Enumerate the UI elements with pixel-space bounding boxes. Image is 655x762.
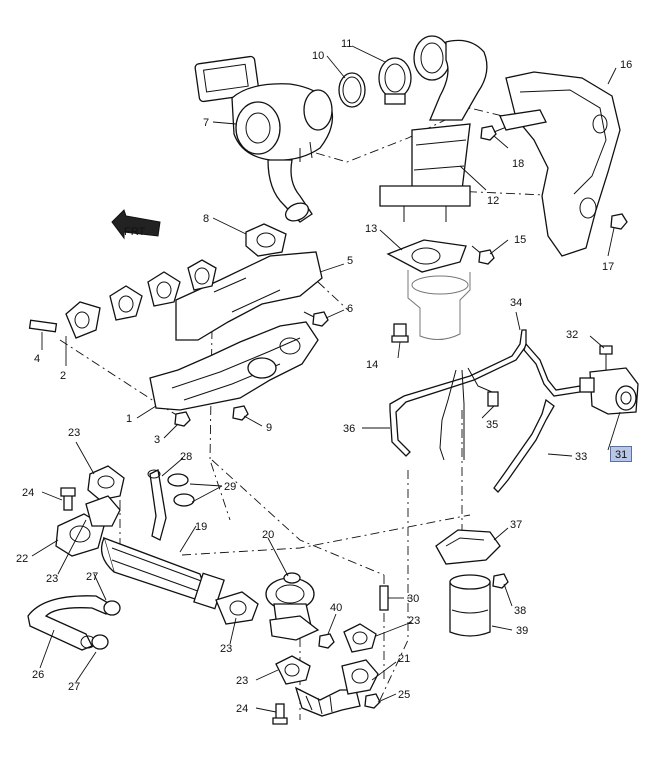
callout-24-bottom: 24	[236, 703, 248, 715]
bolt-24-lower[interactable]	[272, 703, 288, 725]
egr-pipe-21[interactable]	[294, 659, 379, 717]
callout-34: 34	[510, 297, 522, 309]
callout-24-top: 24	[22, 487, 34, 499]
callout-40: 40	[330, 602, 342, 614]
callout-21: 21	[398, 653, 410, 665]
vacuum-lines-center	[439, 367, 493, 461]
exhaust-manifold[interactable]	[149, 321, 319, 411]
callout-33: 33	[575, 451, 587, 463]
vacuum-solenoid-valve[interactable]	[579, 367, 639, 415]
nut-9[interactable]	[232, 405, 249, 421]
nut-38[interactable]	[492, 573, 509, 589]
callout-12: 12	[487, 195, 499, 207]
callout-10: 10	[312, 50, 324, 62]
callout-30: 30	[407, 593, 419, 605]
callout-20: 20	[262, 529, 274, 541]
callout-6: 6	[347, 303, 353, 315]
hose-clamps-29[interactable]	[167, 473, 195, 507]
callout-37: 37	[510, 519, 522, 531]
callout-28: 28	[180, 451, 192, 463]
screw-32[interactable]	[599, 345, 613, 370]
callout-16: 16	[620, 59, 632, 71]
bolt-6[interactable]	[303, 311, 329, 327]
assembly-centerlines	[59, 107, 586, 720]
callout-15: 15	[514, 234, 526, 246]
leader-lines	[31, 45, 621, 713]
callout-32: 32	[566, 329, 578, 341]
stud-4[interactable]	[28, 319, 58, 333]
nut-17[interactable]	[610, 213, 628, 230]
bolt-15[interactable]	[471, 245, 495, 265]
gasket-8[interactable]	[245, 223, 287, 257]
callout-23-left: 23	[46, 573, 58, 585]
callout-29: 29	[224, 481, 236, 493]
exhaust-pipe-ghost	[407, 270, 471, 340]
stud-30[interactable]	[379, 585, 389, 611]
callout-35: 35	[486, 419, 498, 431]
callout-2: 2	[60, 370, 66, 382]
callout-23-top: 23	[68, 427, 80, 439]
callout-19: 19	[195, 521, 207, 533]
bolt-24-upper[interactable]	[60, 487, 76, 511]
gasket-ring-10[interactable]	[338, 72, 366, 108]
turbocharger[interactable]	[194, 55, 334, 224]
callout-27-top: 27	[86, 571, 98, 583]
gasket-23-lower-right[interactable]	[343, 623, 377, 653]
v-band-clamp-11[interactable]	[378, 57, 412, 105]
bracket-37[interactable]	[435, 529, 501, 565]
front-direction-arrow-icon: FRT	[111, 209, 161, 240]
gasket-13[interactable]	[386, 239, 467, 273]
callout-8: 8	[203, 213, 209, 225]
callout-17: 17	[602, 261, 614, 273]
callout-4: 4	[34, 353, 40, 365]
vacuum-reservoir-39[interactable]	[449, 574, 491, 637]
callout-7: 7	[203, 117, 209, 129]
callout-14: 14	[366, 359, 378, 371]
callout-13: 13	[365, 223, 377, 235]
egr-valve-flange-left[interactable]	[55, 465, 125, 557]
egr-cooler[interactable]	[100, 536, 225, 610]
callout-labels: 7 10 11 16 18 12 13 15 17 14 8 5 6 4 2 1…	[16, 38, 632, 715]
egr-pipe-28[interactable]	[147, 469, 167, 541]
callout-5: 5	[347, 255, 353, 267]
manifold-gasket-set[interactable]	[65, 259, 217, 339]
callout-25: 25	[398, 689, 410, 701]
callout-23-center: 23	[220, 643, 232, 655]
callout-23-lower: 23	[236, 675, 248, 687]
vacuum-line-33[interactable]	[493, 398, 555, 493]
callout-27-bottom: 27	[68, 681, 80, 693]
nut-25[interactable]	[364, 693, 381, 709]
nut-40[interactable]	[318, 633, 335, 649]
screw-18[interactable]	[480, 123, 515, 141]
callout-22: 22	[16, 553, 28, 565]
callout-36: 36	[343, 423, 355, 435]
bolt-14[interactable]	[391, 323, 409, 343]
callout-18: 18	[512, 158, 524, 170]
manifold-heat-shield[interactable]	[175, 251, 323, 341]
egr-valve[interactable]	[265, 572, 320, 641]
callout-26: 26	[32, 669, 44, 681]
heat-shield[interactable]	[499, 71, 621, 257]
nut-3[interactable]	[174, 411, 191, 427]
vacuum-line-34[interactable]	[389, 329, 581, 457]
callout-38: 38	[514, 605, 526, 617]
callout-23-right: 23	[408, 615, 420, 627]
clip-35[interactable]	[487, 391, 499, 407]
callout-31-highlight[interactable]	[610, 446, 632, 462]
gasket-23-center[interactable]	[215, 591, 259, 625]
catalytic-converter[interactable]	[379, 35, 488, 222]
callout-3: 3	[154, 434, 160, 446]
callout-1: 1	[126, 413, 132, 425]
callout-11: 11	[341, 38, 352, 50]
callout-9: 9	[266, 422, 272, 434]
gasket-23-lower-left[interactable]	[275, 655, 311, 685]
front-marker-text: FRT	[124, 226, 145, 238]
clamp-27[interactable]	[91, 600, 121, 650]
callout-39: 39	[516, 625, 528, 637]
callout-31: 31	[615, 449, 627, 461]
